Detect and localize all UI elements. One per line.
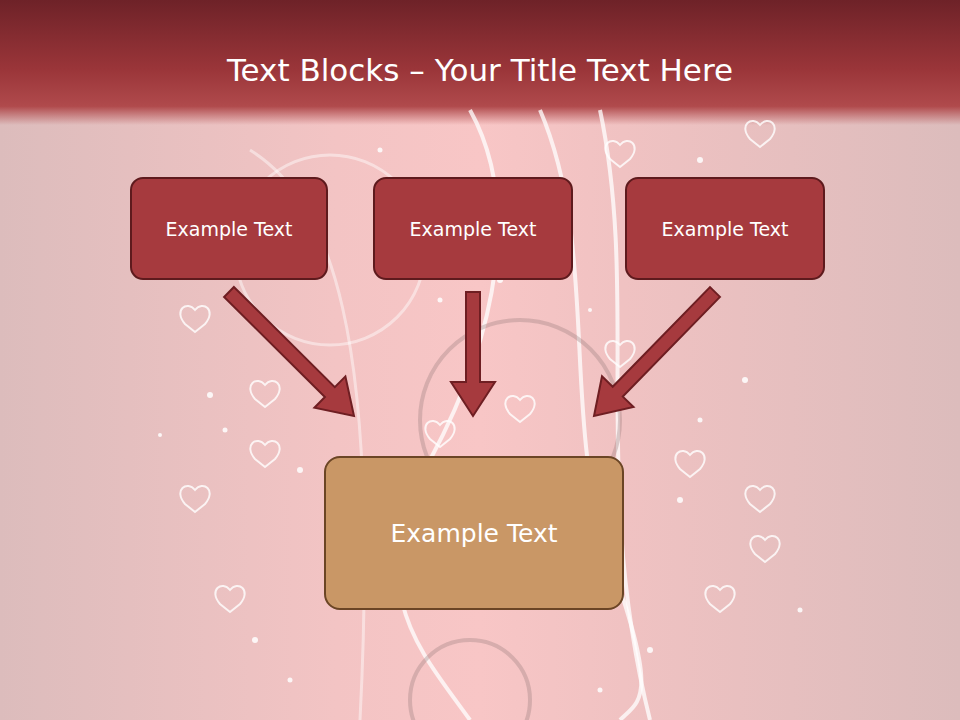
box-text: Example Text xyxy=(391,519,558,548)
box-text: Example Text xyxy=(166,218,293,240)
slide-title: Text Blocks – Your Title Text Here xyxy=(0,52,960,88)
box-text: Example Text xyxy=(410,218,537,240)
text-block-box: Example Text xyxy=(625,177,825,280)
text-block-box: Example Text xyxy=(130,177,328,280)
block-arrow xyxy=(451,292,495,416)
box-text: Example Text xyxy=(662,218,789,240)
block-arrow xyxy=(594,287,720,416)
block-arrow xyxy=(224,287,354,416)
text-block-box: Example Text xyxy=(373,177,573,280)
result-box: Example Text xyxy=(324,456,624,610)
